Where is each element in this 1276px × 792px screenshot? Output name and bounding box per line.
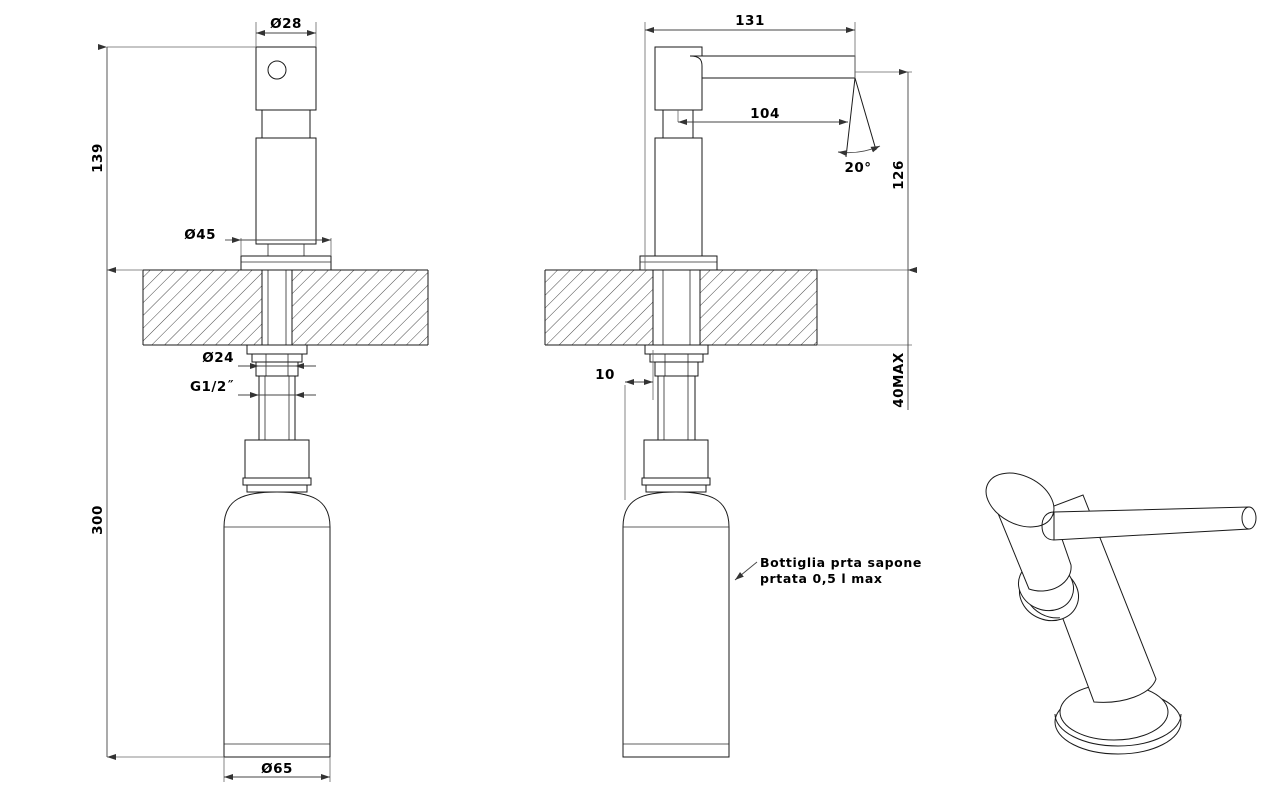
front-view: Ø28 139 Ø45 Ø24 G1/2˝ [90,16,429,782]
dim-label-dia-45: Ø45 [184,227,216,243]
bottle-note-line2: prtata 0,5 l max [760,571,883,586]
base-flange-front [240,255,332,271]
iso-pump-head [985,472,1257,755]
mounting-nut-side [644,344,709,377]
dim-label-angle-20: 20° [844,160,871,176]
dim-label-dia-28: Ø28 [270,16,302,32]
base-flange-side [639,255,718,271]
dim-h-300: 300 [90,270,224,760]
dim-angle-20: 20° [837,145,881,176]
dim-label-h-126: 126 [891,160,907,190]
pump-cylinder-front [242,439,312,493]
dim-dia-24: Ø24 [202,350,316,369]
side-view: 131 104 20° 126 40MAX 10 [544,13,922,758]
dim-label-dia-65: Ø65 [261,761,293,777]
dim-off-10: 10 [595,350,654,500]
dim-dia-65: Ø65 [223,757,331,782]
pump-cylinder-side [641,439,711,493]
spout-arm-side [654,46,877,158]
soap-bottle-front [223,491,331,758]
soap-bottle-side [622,491,730,758]
dim-label-h-139: 139 [90,143,106,173]
mounting-nut-front [246,344,308,377]
dim-h-126: 126 [817,69,917,273]
dim-dia-45: Ø45 [184,227,332,256]
bottle-note-line1: Bottiglia prta sapone [760,555,922,570]
pump-head-front [255,46,317,270]
dim-h-40max: 40MAX [817,267,917,410]
dim-label-len-131: 131 [735,13,765,29]
shank-front [261,269,293,346]
shank-side [652,269,701,346]
dim-label-thread-g12: G1/2˝ [190,379,234,395]
dim-thread-g12: G1/2˝ [190,379,316,398]
dim-len-131: 131 [644,13,856,270]
counter-slab-side [544,269,818,346]
dim-len-104: 104 [677,106,848,125]
dim-label-h-40max: 40MAX [891,352,907,408]
dim-dia-28: Ø28 [255,16,317,47]
dim-label-dia-24: Ø24 [202,350,234,366]
dim-label-len-104: 104 [750,106,780,122]
dim-label-off-10: 10 [595,367,615,383]
iso-view [985,472,1257,755]
bottle-annotation: Bottiglia prta sapone prtata 0,5 l max [734,555,922,586]
counter-slab-front [142,269,429,346]
threaded-tube-front [258,375,296,441]
dim-h-139: 139 [90,44,256,273]
threaded-tube-side [657,375,696,441]
column-side [654,109,703,257]
dim-label-h-300: 300 [90,505,106,535]
